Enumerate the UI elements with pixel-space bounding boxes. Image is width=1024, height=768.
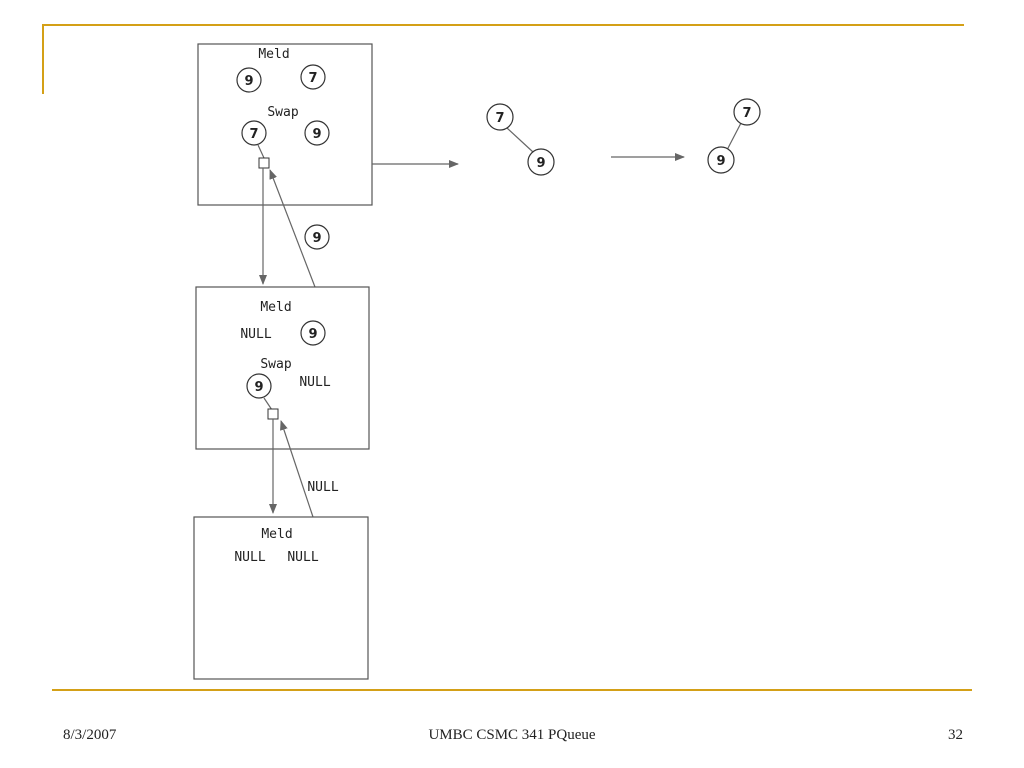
return-arrow-frame3-to-frame2 bbox=[280, 420, 314, 518]
frame2-meld-null: NULL bbox=[240, 327, 271, 342]
footer-title: UMBC CSMC 341 PQueue bbox=[428, 727, 596, 743]
tree1-edge bbox=[506, 127, 534, 153]
frame2-swap-node: 9 bbox=[246, 373, 272, 399]
svg-text:7: 7 bbox=[308, 71, 317, 86]
svg-text:9: 9 bbox=[244, 74, 253, 89]
svg-text:9: 9 bbox=[254, 380, 263, 395]
header-rule-vertical bbox=[42, 24, 44, 94]
svg-text:9: 9 bbox=[716, 154, 725, 169]
footer-date: 8/3/2007 bbox=[63, 727, 117, 743]
footer-rule bbox=[52, 689, 972, 691]
frame2-meld-node: 9 bbox=[300, 320, 326, 346]
frame1-pointer-box bbox=[258, 157, 270, 169]
frame1-pointer-edge bbox=[257, 144, 265, 159]
frame2-meld-label: Meld bbox=[260, 300, 291, 315]
frame3-meld-null-left: NULL bbox=[234, 550, 265, 565]
tree1-child-node: 9 bbox=[527, 148, 555, 176]
svg-text:7: 7 bbox=[742, 106, 751, 121]
svg-text:9: 9 bbox=[308, 327, 317, 342]
svg-text:7: 7 bbox=[495, 111, 504, 126]
frame1-swap-label: Swap bbox=[267, 105, 298, 120]
frame1-swap-node-b: 9 bbox=[304, 120, 330, 146]
svg-text:9: 9 bbox=[312, 231, 321, 246]
return-arrow-frame2-to-frame1 bbox=[269, 169, 316, 288]
svg-text:7: 7 bbox=[249, 127, 258, 142]
call-frame-1 bbox=[197, 43, 373, 206]
svg-text:9: 9 bbox=[312, 127, 321, 142]
svg-text:9: 9 bbox=[536, 156, 545, 171]
frame1-meld-node-a: 9 bbox=[236, 67, 262, 93]
return-value-node-1: 9 bbox=[304, 224, 330, 250]
frame1-meld-label: Meld bbox=[258, 47, 289, 62]
frame2-pointer-edge bbox=[263, 397, 273, 411]
tree2-child-node: 9 bbox=[707, 146, 735, 174]
frame3-meld-label: Meld bbox=[261, 527, 292, 542]
header-rule-horizontal bbox=[42, 24, 964, 26]
frame2-swap-label: Swap bbox=[260, 357, 291, 372]
meld-recursion-diagram: Meld 9 7 Swap 7 9 9 Meld bbox=[193, 43, 761, 680]
call-frame-3 bbox=[193, 516, 369, 680]
frame2-pointer-box bbox=[267, 408, 279, 420]
tree2-edge bbox=[726, 122, 742, 151]
frame2-swap-null: NULL bbox=[299, 375, 330, 390]
return-value-null: NULL bbox=[307, 480, 338, 495]
call-frame-2 bbox=[195, 286, 370, 450]
tree2-root-node: 7 bbox=[733, 98, 761, 126]
tree1-root-node: 7 bbox=[486, 103, 514, 131]
footer-page-number: 32 bbox=[948, 727, 963, 743]
frame1-meld-node-b: 7 bbox=[300, 64, 326, 90]
frame3-meld-null-right: NULL bbox=[287, 550, 318, 565]
frame1-swap-node-a: 7 bbox=[241, 120, 267, 146]
